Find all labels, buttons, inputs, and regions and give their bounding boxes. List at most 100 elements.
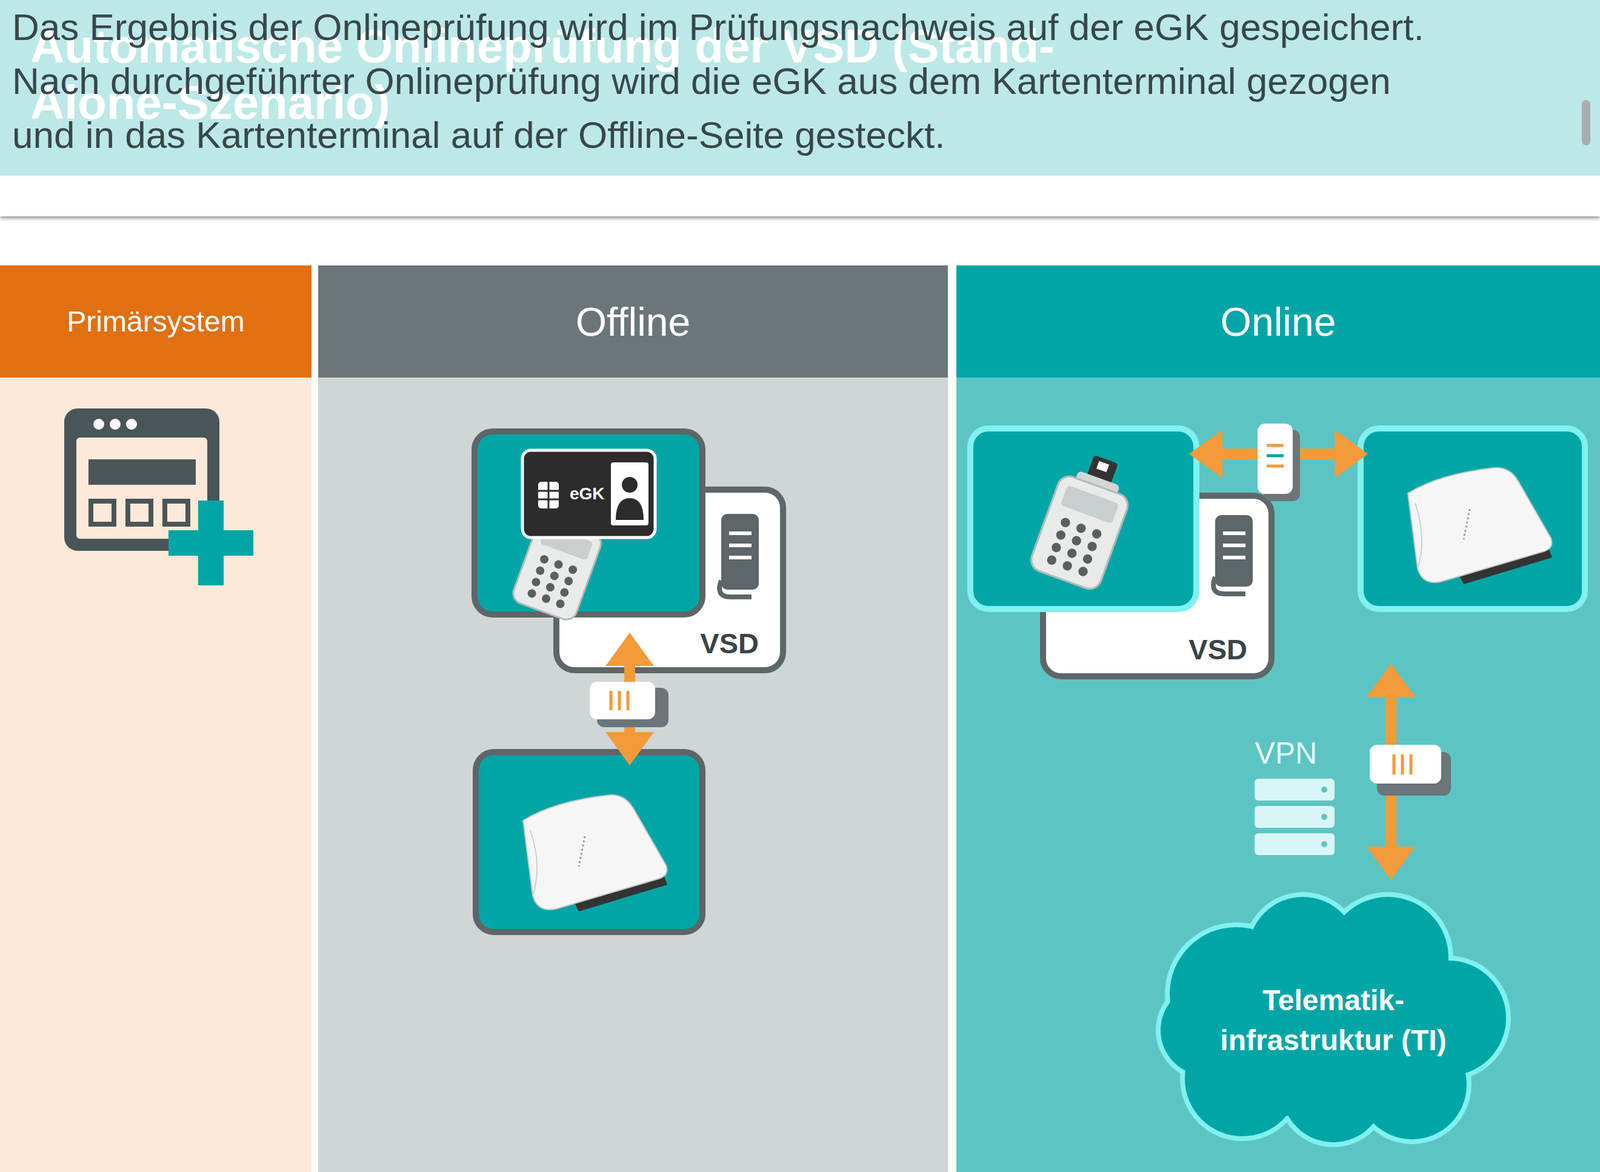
- document-icon-part: [1215, 515, 1253, 587]
- description-text-wrap: Das Ergebnis der Onlineprüfung wird im P…: [12, 0, 1455, 162]
- column-backgrounds-part: [956, 265, 1600, 378]
- vsd-box: VSD: [1043, 495, 1272, 677]
- description-text: Das Ergebnis der Onlineprüfung wird im P…: [12, 0, 1455, 162]
- konnektor-device: [523, 795, 668, 912]
- software-icon-part: [76, 437, 208, 539]
- double-arrow-part: [1366, 663, 1416, 697]
- software-icon: [64, 408, 254, 586]
- server-icon-part: [1321, 786, 1328, 793]
- konnektor-box-part: [475, 752, 703, 933]
- column-panel-text: Offline: [318, 265, 948, 378]
- server-icon-part: [1254, 778, 1335, 801]
- data-tag: [1257, 423, 1300, 502]
- column-backgrounds-part: [0, 265, 312, 378]
- egk-card-text: eGK: [569, 484, 605, 504]
- egk-card: eGK: [522, 450, 656, 538]
- column-panel: Offline eGK VSD: [318, 265, 948, 1172]
- column-backgrounds-part: [0, 377, 312, 1172]
- server-icon: [1254, 778, 1335, 856]
- cloud-outline: [1155, 892, 1511, 1148]
- konnektor-box-part: [1360, 428, 1585, 610]
- egk-card-part: [610, 462, 649, 526]
- data-tag-part: [589, 681, 656, 720]
- document-icon-part: [1223, 543, 1246, 548]
- data-tag-part: [609, 690, 613, 711]
- terminal-box: [970, 428, 1197, 610]
- egk-card-part: [522, 450, 656, 538]
- cloud-node-text: Telematik- infrastruktur (TI): [1200, 980, 1467, 1061]
- data-tag-part: [1266, 464, 1284, 468]
- double-arrow-part: [605, 632, 654, 667]
- double-arrow-part: [1334, 429, 1368, 479]
- column-panel: Primärsystem: [0, 265, 312, 1172]
- double-arrow-part: [1189, 429, 1223, 479]
- card-terminal-part: [1027, 465, 1134, 593]
- konnektor-device-part: [1407, 467, 1553, 585]
- server-icon-part: [1254, 806, 1335, 828]
- vpn-label-wrap: VPN: [1243, 736, 1329, 771]
- document-icon-part: [729, 531, 752, 536]
- document-icon-part: [721, 513, 759, 590]
- software-icon-part: [93, 418, 105, 430]
- konnektor-device: [1407, 467, 1553, 585]
- software-icon-part: [126, 418, 137, 430]
- server-icon-part: [1254, 833, 1335, 856]
- egk-card-part: [538, 481, 559, 509]
- cloud-fill: [1160, 896, 1507, 1143]
- data-tag: [1369, 744, 1451, 796]
- document-icon-part: [1213, 576, 1246, 594]
- data-tag-part: [1266, 454, 1284, 458]
- column-backgrounds-part: [956, 377, 1600, 1172]
- document-icon-part: [729, 555, 752, 560]
- egk-card-part: [621, 476, 638, 493]
- column-panel-text: Online: [956, 265, 1600, 378]
- double-arrow-part: [1366, 846, 1416, 880]
- data-tag-part: [1401, 754, 1405, 775]
- software-icon-part: [64, 408, 220, 551]
- vpn-label: VPN: [1243, 736, 1329, 771]
- document-icon-part: [1223, 531, 1246, 536]
- data-tag-part: [1392, 754, 1396, 775]
- column-backgrounds: [0, 265, 1600, 1172]
- scrollbar: [1581, 100, 1591, 146]
- data-tag-part: [1369, 744, 1442, 784]
- egk-card-part: [615, 498, 644, 520]
- document-icon-part: [1223, 555, 1246, 560]
- column-backgrounds-part: [318, 377, 948, 1172]
- terminal-box: [474, 431, 703, 615]
- data-tag-part: [1266, 444, 1284, 448]
- software-icon-part: [168, 530, 254, 556]
- software-icon-part: [88, 459, 196, 485]
- software-icon-part: [109, 418, 121, 430]
- konnektor-box: [1360, 428, 1585, 610]
- data-tag-part: [1409, 754, 1413, 775]
- software-icon-part: [164, 501, 188, 525]
- cloud-node: Telematik- infrastruktur (TI): [1158, 898, 1509, 1144]
- data-tag-part: [626, 690, 630, 711]
- software-icon-part: [90, 501, 114, 525]
- egk-card: [522, 450, 656, 538]
- terminal-box-part: [970, 428, 1197, 610]
- terminal-box-part: [474, 431, 703, 615]
- document-icon: [1213, 515, 1253, 594]
- egk-card-part: [547, 481, 550, 509]
- document-icon-part: [729, 543, 752, 548]
- konnektor-box: [475, 752, 703, 933]
- double-arrow-part: [605, 732, 654, 766]
- vsd-box-text: VSD: [1188, 633, 1272, 677]
- server-icon-part: [1321, 813, 1328, 820]
- card-terminal-part: [1096, 461, 1110, 473]
- vsd-box: VSD: [556, 489, 784, 671]
- card-terminal: [1027, 446, 1141, 593]
- konnektor-device-part: [523, 795, 668, 912]
- document-icon-part: [719, 580, 752, 597]
- column-panel-text: Primärsystem: [0, 265, 312, 378]
- data-tag: [589, 681, 669, 728]
- document-icon: [719, 513, 759, 597]
- data-tag-part: [1257, 423, 1293, 494]
- data-tag-part: [618, 690, 622, 711]
- column-backgrounds-part: [318, 265, 948, 378]
- software-icon-part: [127, 501, 151, 525]
- column-panel: OnlineVSD Telematik- infrastruktur (TI): [956, 265, 1600, 1172]
- vsd-box-text: VSD: [700, 627, 784, 671]
